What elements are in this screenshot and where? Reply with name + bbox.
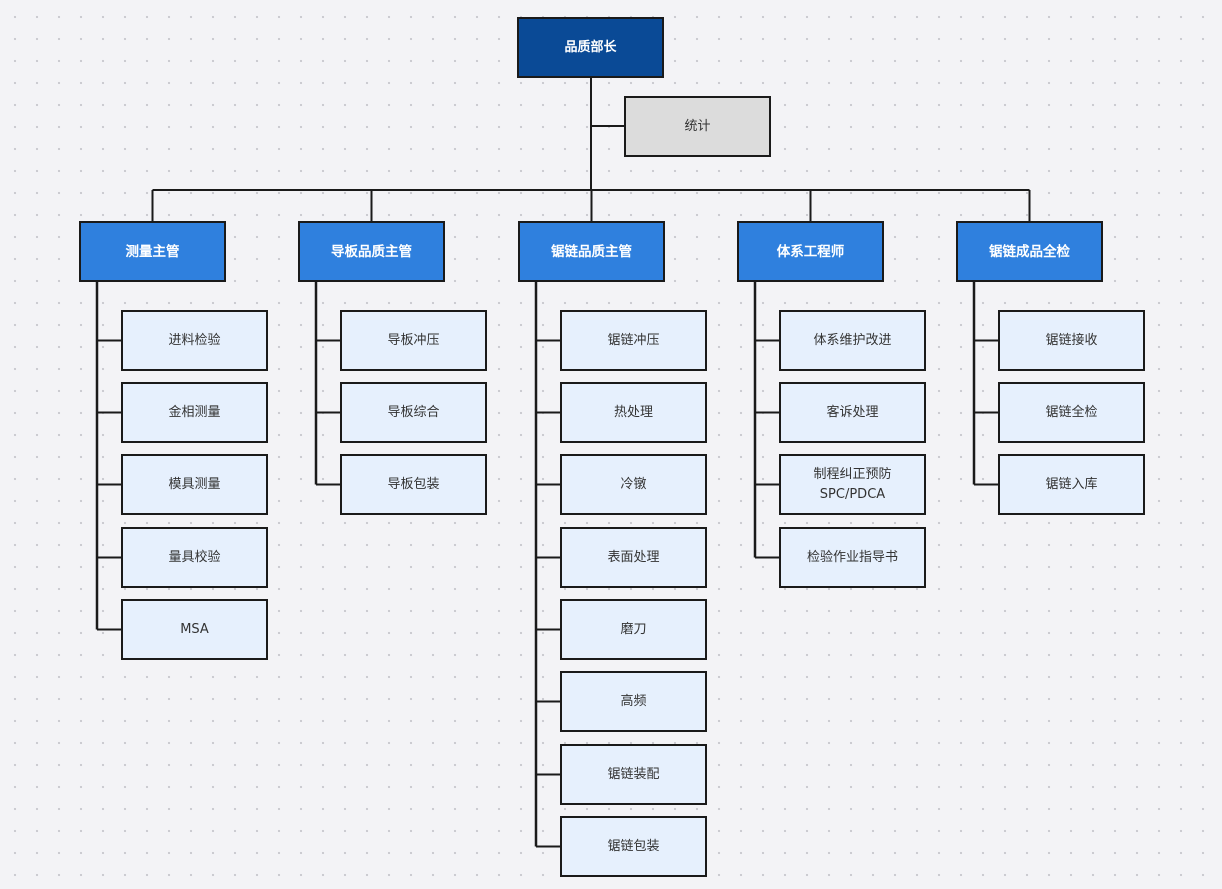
department-3-item: 热处理 [560, 382, 707, 443]
department-3-item: 冷镦 [560, 454, 707, 515]
department-head-5: 锯链成品全检 [956, 221, 1103, 282]
department-3-item: 锯链装配 [560, 744, 707, 805]
department-5-item: 锯链接收 [998, 310, 1145, 371]
department-4-item: 检验作业指导书 [779, 527, 926, 588]
department-1-item: MSA [121, 599, 268, 660]
department-2-item: 导板冲压 [340, 310, 487, 371]
department-1-item: 量具校验 [121, 527, 268, 588]
department-4-item: 客诉处理 [779, 382, 926, 443]
department-head-1: 测量主管 [79, 221, 226, 282]
department-3-item: 锯链冲压 [560, 310, 707, 371]
department-2-item: 导板包装 [340, 454, 487, 515]
department-2-item: 导板综合 [340, 382, 487, 443]
department-1-item: 进料检验 [121, 310, 268, 371]
root-node-quality-director: 品质部长 [517, 17, 664, 78]
department-3-item: 锯链包装 [560, 816, 707, 877]
department-3-item: 磨刀 [560, 599, 707, 660]
department-head-2: 导板品质主管 [298, 221, 445, 282]
department-5-item: 锯链全检 [998, 382, 1145, 443]
department-head-3: 锯链品质主管 [518, 221, 665, 282]
department-3-item: 表面处理 [560, 527, 707, 588]
department-5-item: 锯链入库 [998, 454, 1145, 515]
department-head-4: 体系工程师 [737, 221, 884, 282]
department-1-item: 金相测量 [121, 382, 268, 443]
department-1-item: 模具测量 [121, 454, 268, 515]
department-3-item: 高频 [560, 671, 707, 732]
department-4-item: 体系维护改进 [779, 310, 926, 371]
staff-node-statistics: 统计 [624, 96, 771, 157]
department-4-item: 制程纠正预防 SPC/PDCA [779, 454, 926, 515]
